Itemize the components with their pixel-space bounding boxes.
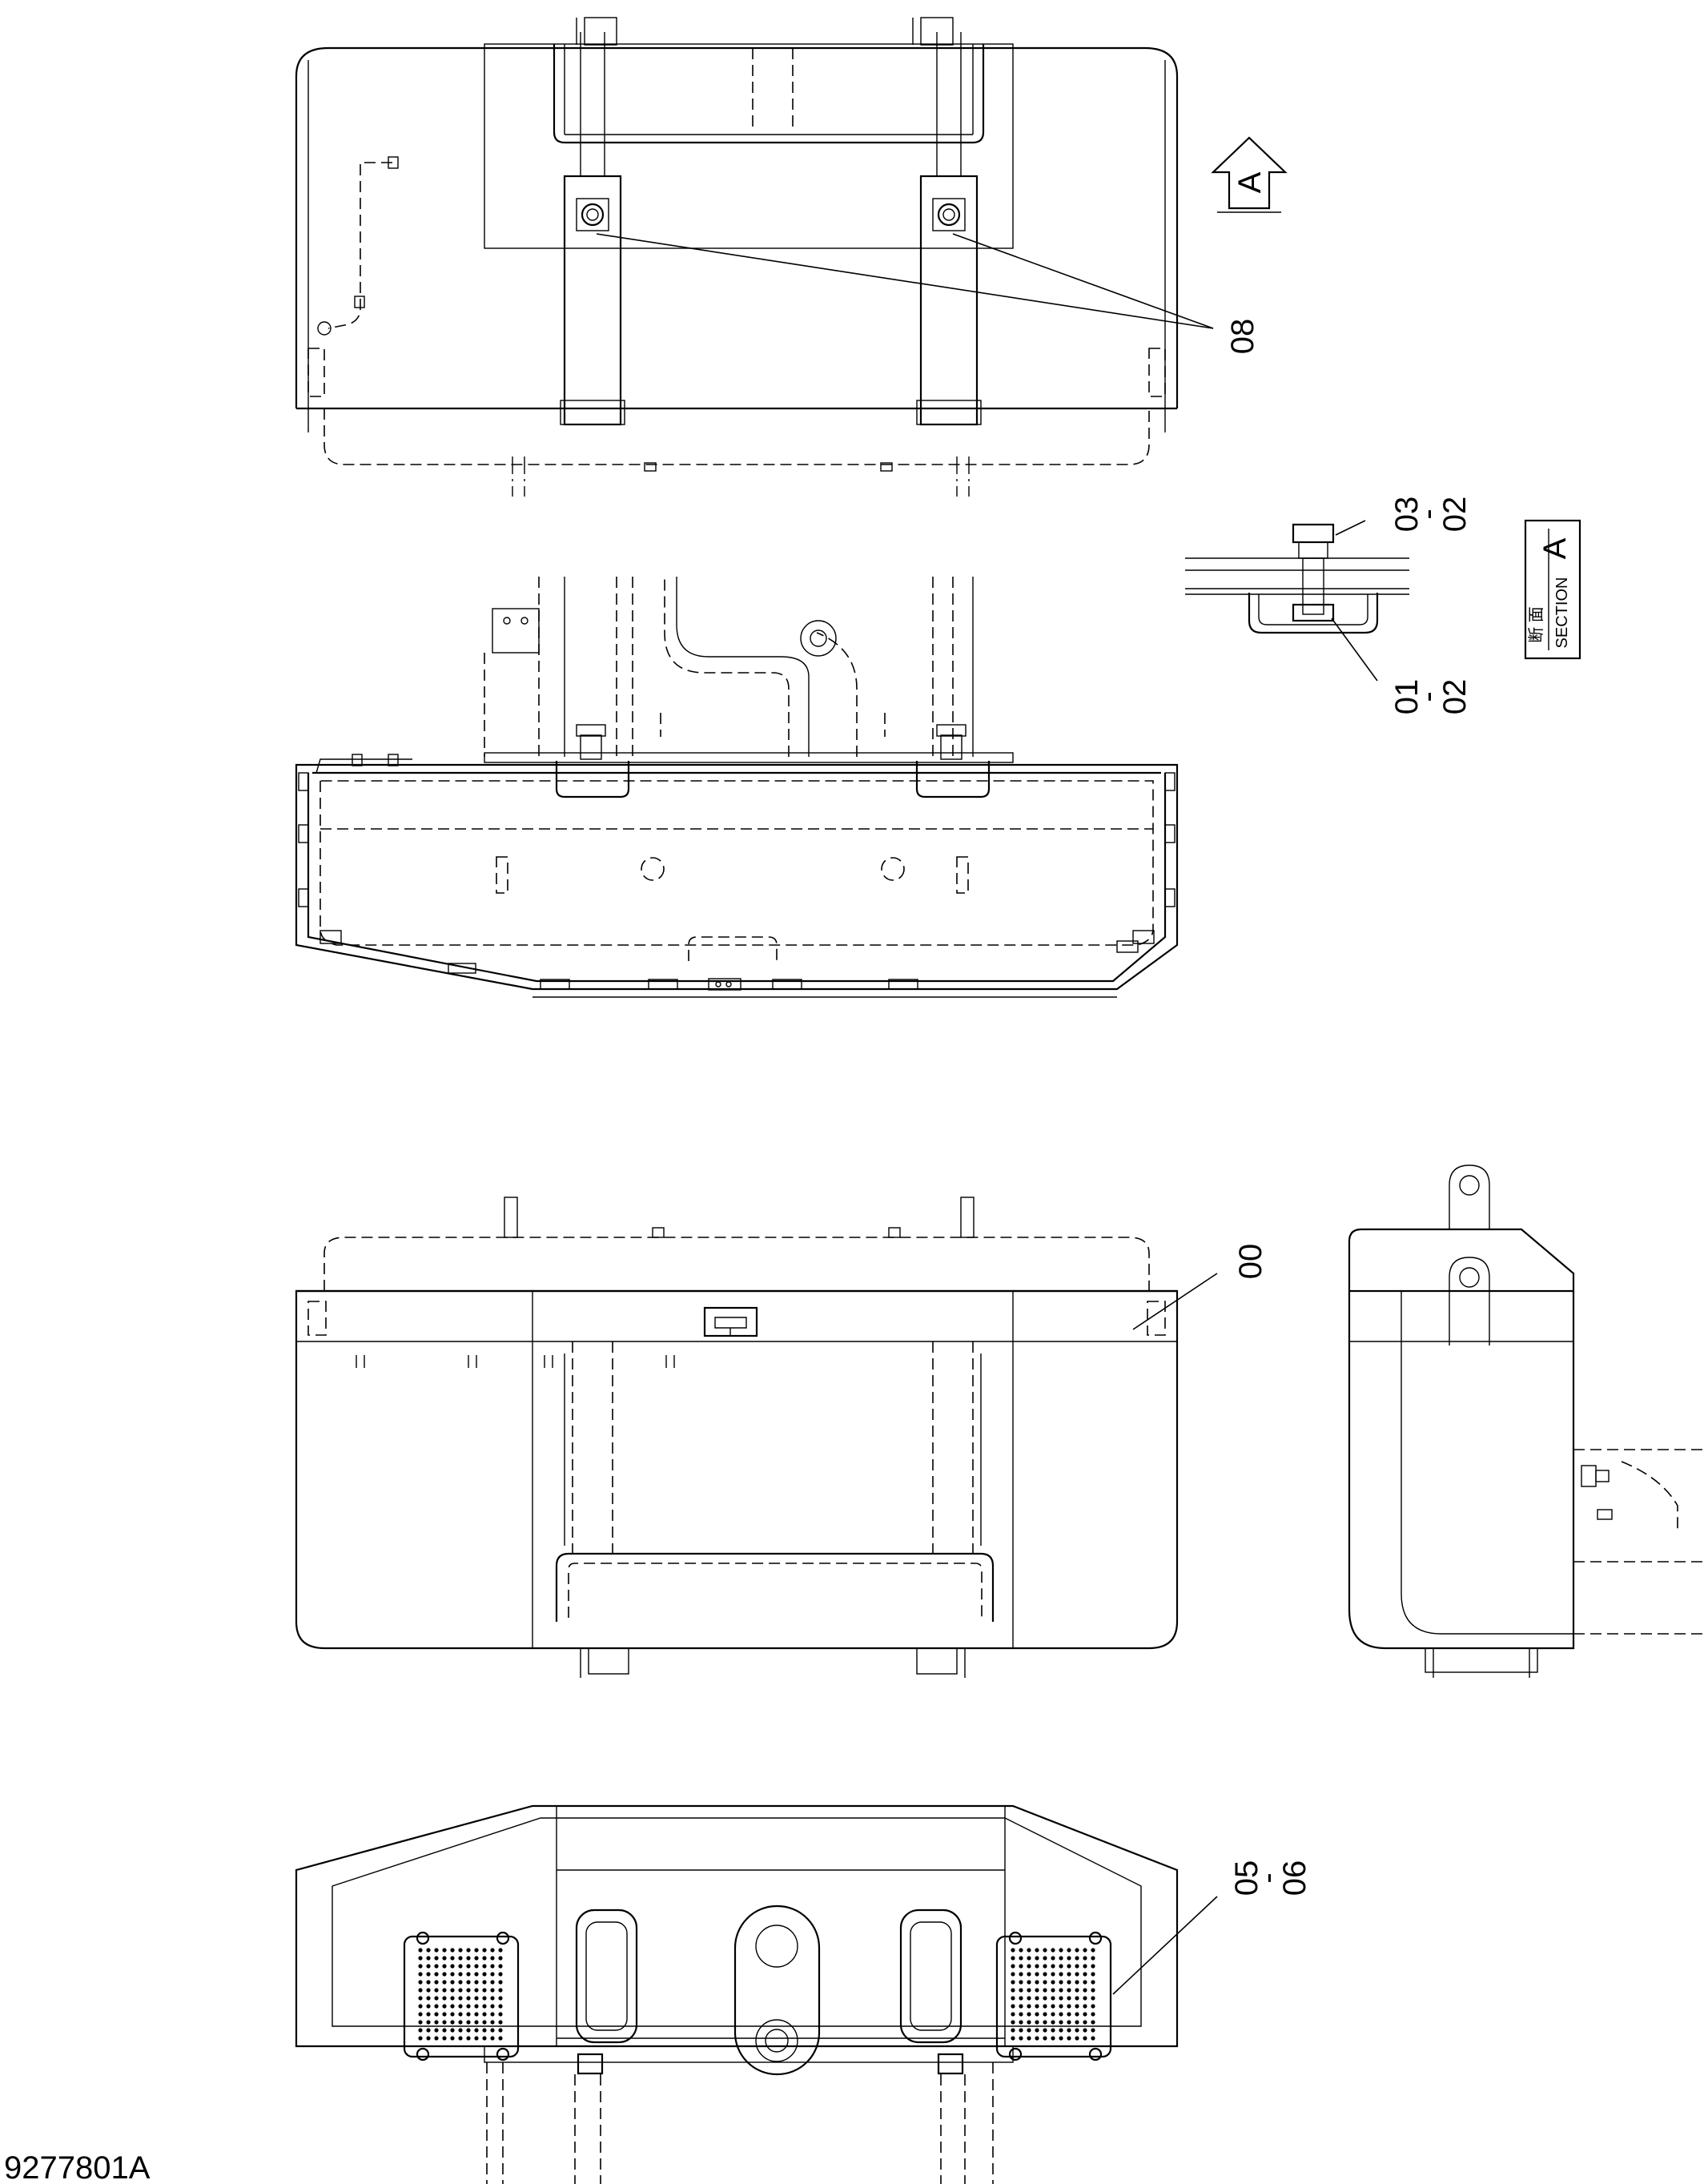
- callout-03-label: 03: [1389, 497, 1425, 533]
- callout-01-sep: -: [1410, 691, 1445, 702]
- callout-03-b-label: 02: [1437, 497, 1473, 533]
- section-box: 断 面 SECTION A: [1524, 519, 1581, 660]
- callout-01-02: 01 - 02: [1331, 617, 1473, 715]
- callout-01-b-label: 02: [1437, 679, 1473, 715]
- callout-03-sep: -: [1410, 509, 1445, 519]
- right-side-view: [1348, 1164, 1708, 1678]
- view-arrow-a: A: [1211, 136, 1288, 213]
- top-view: [295, 17, 1179, 497]
- callout-00: 00: [1132, 1244, 1268, 1330]
- section-text: SECTION: [1553, 577, 1571, 649]
- callout-03-02: 03 - 02: [1335, 497, 1473, 536]
- callout-08-label: 08: [1225, 319, 1260, 355]
- section-a-detail: [1185, 523, 1409, 634]
- callout-05-06: 05 - 06: [1112, 1860, 1312, 1995]
- callout-05-label: 05: [1229, 1860, 1264, 1896]
- front-view: [295, 1197, 1179, 1678]
- bottom-view: [295, 1804, 1179, 2184]
- section-kanji: 断 面: [1527, 606, 1545, 643]
- callout-00-label: 00: [1233, 1244, 1268, 1280]
- side-view: [295, 577, 1179, 998]
- callout-08: 08: [596, 233, 1260, 355]
- callout-05-b-label: 06: [1277, 1860, 1312, 1896]
- section-letter: A: [1537, 537, 1573, 559]
- callout-05-sep: -: [1250, 1872, 1285, 1883]
- drawing-number: 9277801A: [4, 2150, 151, 2184]
- view-arrow-label: A: [1232, 171, 1268, 193]
- callout-01-label: 01: [1389, 679, 1425, 715]
